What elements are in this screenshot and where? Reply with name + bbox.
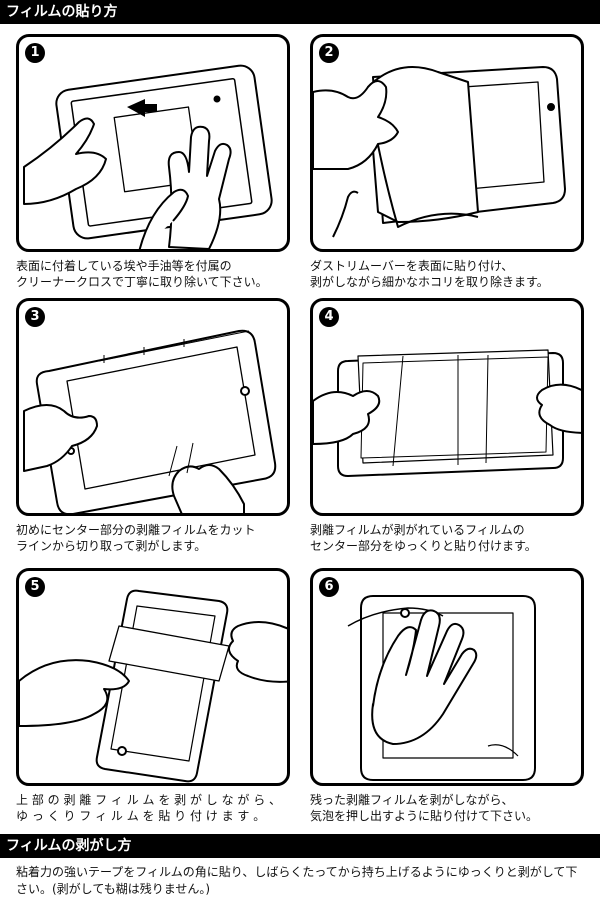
step-6-illustration: 6 [310,568,584,786]
step-number: 2 [319,43,339,63]
step-5-illustration: 5 [16,568,290,786]
center-film-peel-illustration [23,329,277,513]
section-title-remove: フィルムの剥がし方 [0,834,600,858]
step-2-illustration: 2 [310,34,584,252]
step-number: 5 [25,577,45,597]
top-film-peel-illustration [19,589,287,783]
step-caption: 上 部 の 剥 離 フ ィ ル ム を 剥 が し な が ら 、 ゆ っ く … [16,793,282,823]
step-number: 6 [319,577,339,597]
step-caption: 表面に付着している埃や手油等を付属の クリーナークロスで丁寧に取り除いて下さい。 [16,259,268,289]
step-1-illustration: 1 [16,34,290,252]
tablet-cleaning-illustration [23,64,273,249]
step-number: 1 [25,43,45,63]
dust-remover-illustration [313,66,566,238]
step-4-illustration: 4 [310,298,584,516]
step-3-illustration: 3 [16,298,290,516]
step-caption: 剥離フィルムが剥がれているフィルムの センター部分をゆっくりと貼り付けます。 [310,523,537,553]
step-number: 3 [25,307,45,327]
step-caption: 初めにセンター部分の剥離フィルムをカット ラインから切り取って剥がします。 [16,523,256,553]
removal-instructions: 粘着力の強いテープをフィルムの角に貼り、しばらくたってから持ち上げるようにゆっく… [16,865,578,896]
step-caption: ダストリムーバーを表面に貼り付け、 剥がしながら細かなホコリを取り除きます。 [310,259,549,289]
film-center-apply-illustration [313,349,581,477]
section-title-apply: フィルムの貼り方 [0,0,600,24]
step-caption: 残った剥離フィルムを剥がしながら、 気泡を押し出すように貼り付けて下さい。 [310,793,539,823]
step-number: 4 [319,307,339,327]
bubble-press-illustration [347,595,536,781]
